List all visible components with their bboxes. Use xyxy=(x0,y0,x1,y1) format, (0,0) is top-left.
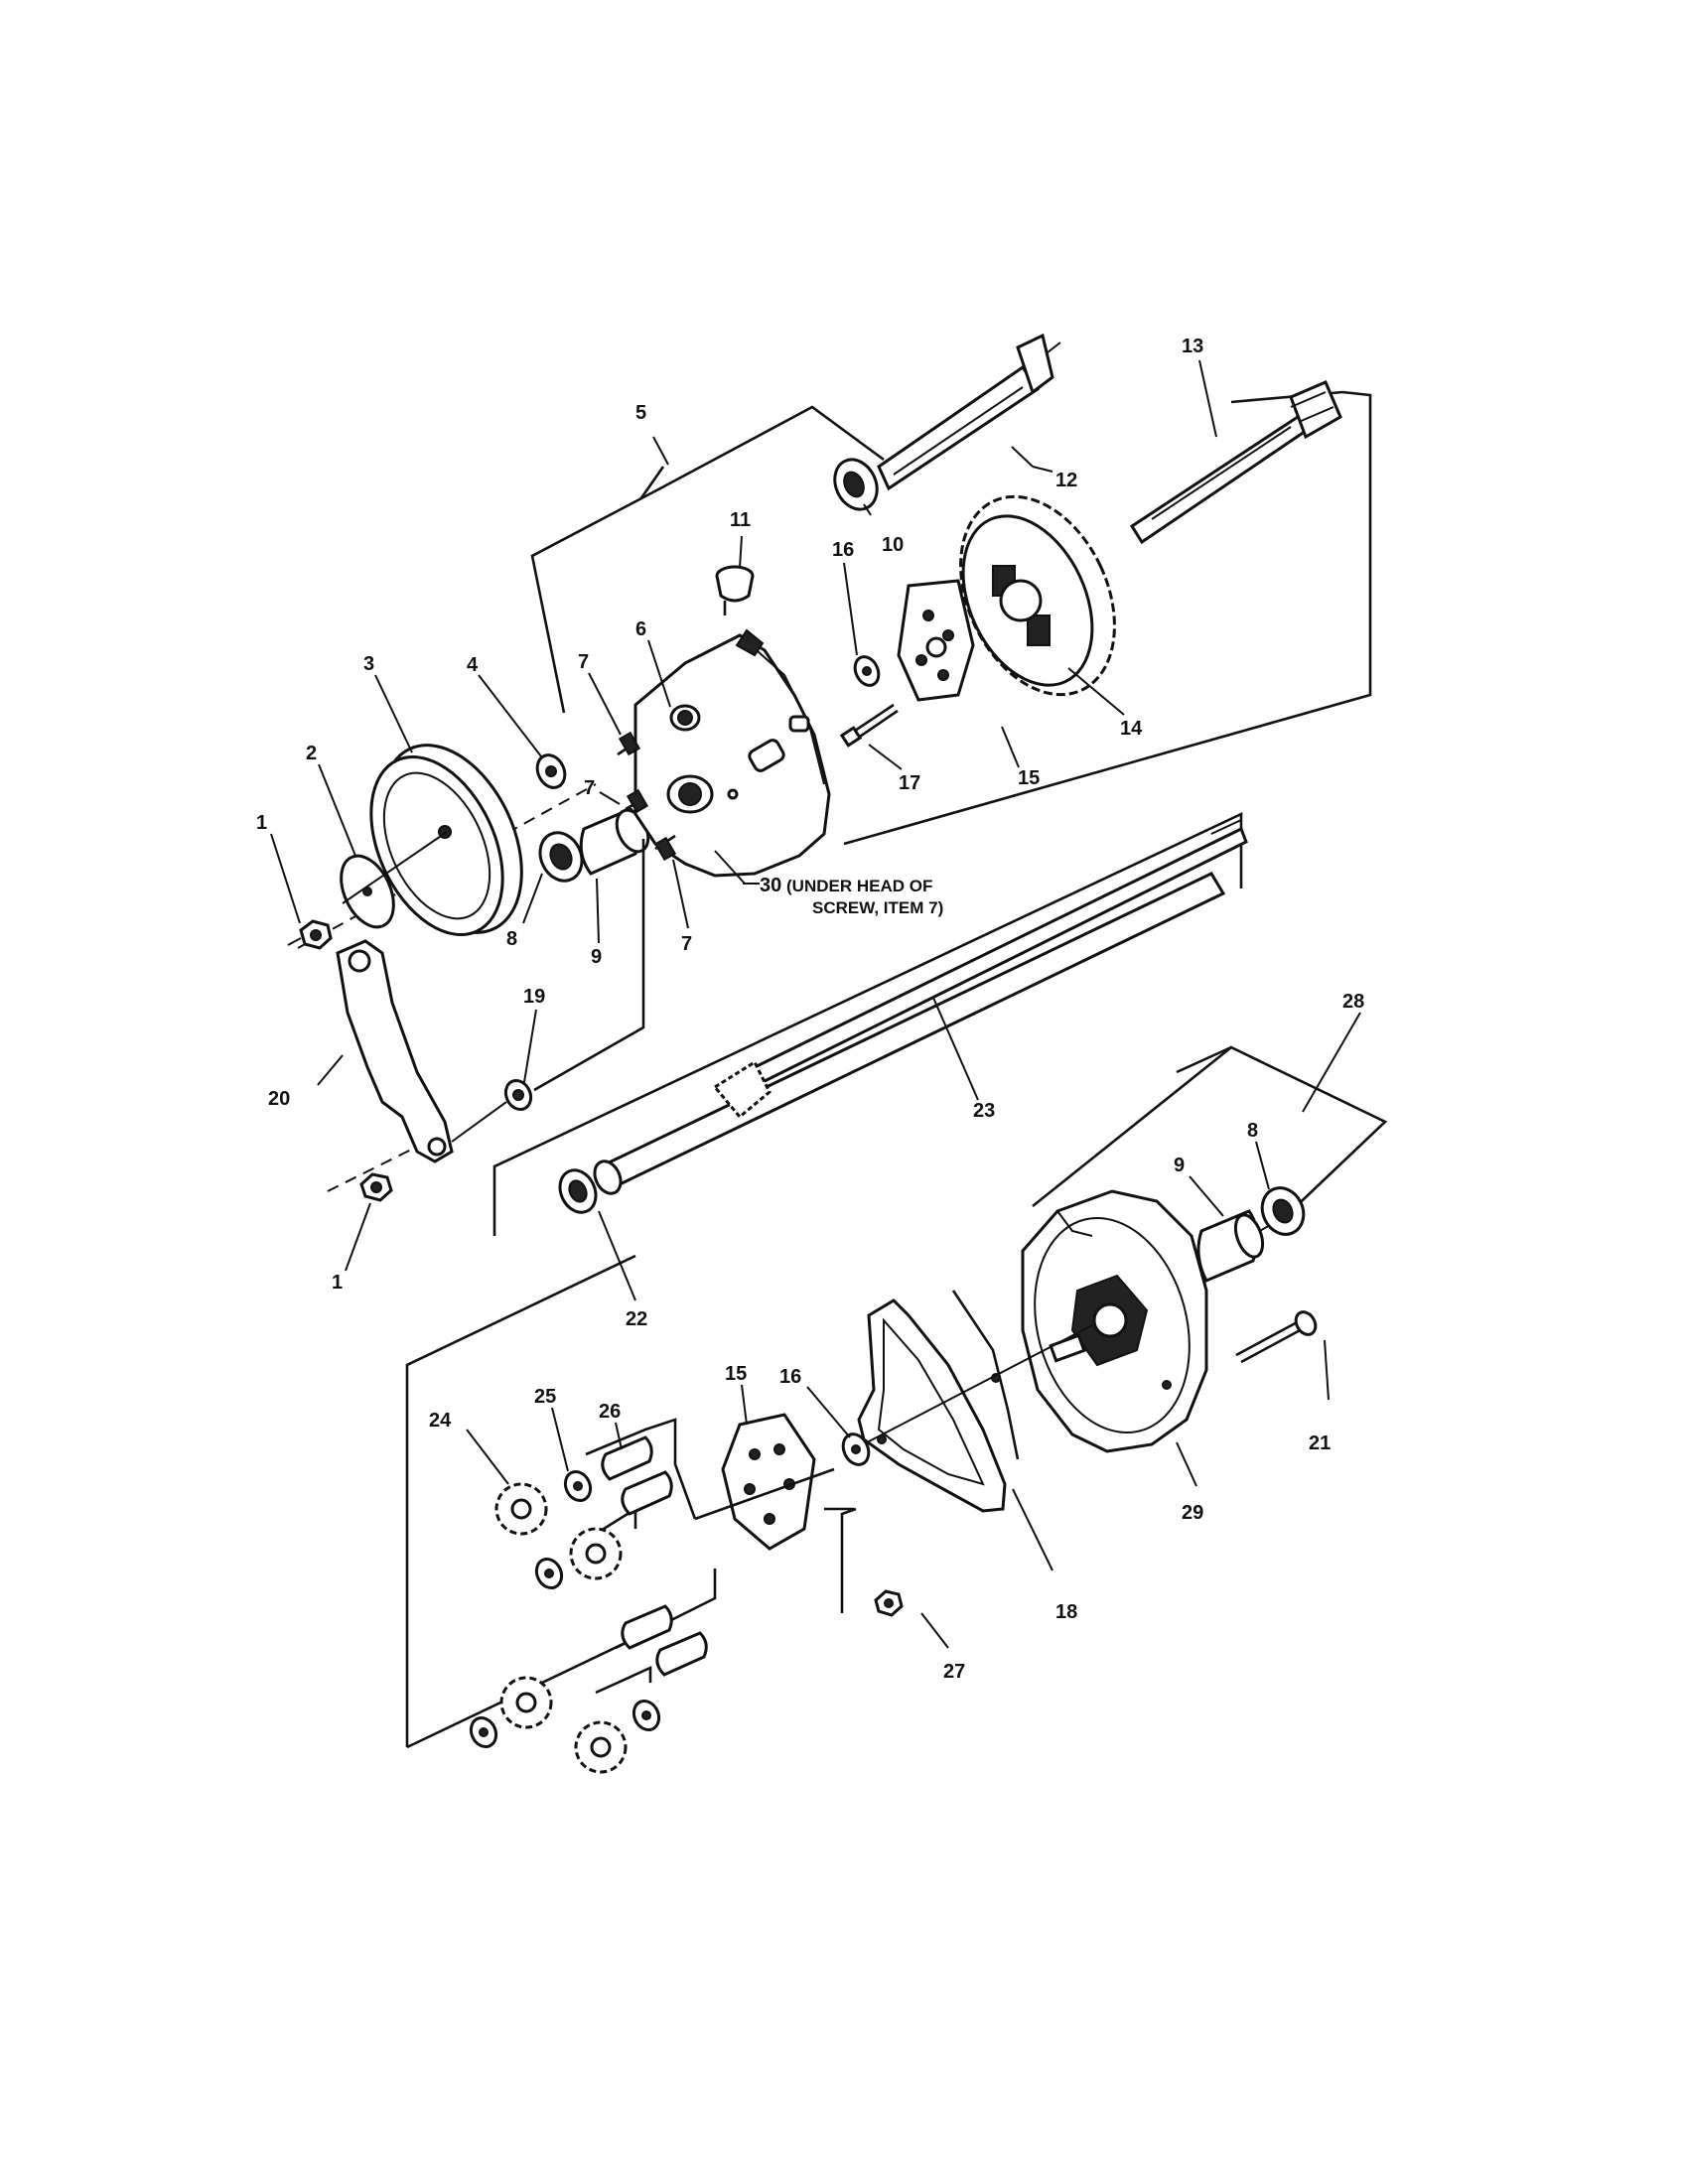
pulley-3 xyxy=(342,744,523,937)
nut-1-lower xyxy=(359,1172,393,1202)
callout-29: 29 xyxy=(1182,1502,1203,1524)
washers-25 xyxy=(469,1469,661,1749)
callout-8-upper: 8 xyxy=(506,928,517,950)
callout-8-lower: 8 xyxy=(1247,1120,1258,1142)
bracket-23 xyxy=(492,811,1243,1236)
shaft-12 xyxy=(877,333,1061,491)
callout-10: 10 xyxy=(882,534,904,556)
shaft-13 xyxy=(1129,380,1342,545)
bracket-19 xyxy=(533,839,645,1092)
callout-4: 4 xyxy=(467,654,479,676)
plate-15-lower xyxy=(694,1413,835,1551)
callout-7-top: 7 xyxy=(578,651,589,673)
callout-1-lower: 1 xyxy=(332,1272,343,1294)
pins-26 xyxy=(601,1435,708,1677)
washer-19 xyxy=(451,1078,533,1143)
callout-13: 13 xyxy=(1182,336,1203,357)
callout-9-lower: 9 xyxy=(1174,1155,1185,1176)
callout-16-lower: 16 xyxy=(779,1366,801,1388)
gear-14 xyxy=(959,494,1116,697)
washer-16-lower xyxy=(841,1324,1093,1466)
callout-20: 20 xyxy=(268,1088,290,1110)
callout-27: 27 xyxy=(943,1661,965,1683)
gasket-18 xyxy=(857,1290,1020,1513)
callout-15-lower: 15 xyxy=(725,1363,747,1385)
washer-16-upper xyxy=(853,655,881,687)
callout-6: 6 xyxy=(635,618,646,640)
planet-gears-24 xyxy=(494,1482,628,1774)
washer-4 xyxy=(535,753,567,789)
arm-20 xyxy=(336,939,454,1163)
callout-18: 18 xyxy=(1055,1601,1077,1623)
callout-3: 3 xyxy=(363,653,374,675)
callout-12: 12 xyxy=(1055,470,1077,491)
bearing-10 xyxy=(833,458,879,511)
bearing-8-upper xyxy=(538,831,584,883)
callout-28: 28 xyxy=(1342,991,1364,1013)
shaft-23 xyxy=(593,819,1248,1195)
bushing-22 xyxy=(558,1168,598,1214)
callout-24: 24 xyxy=(429,1410,452,1432)
callout-2: 2 xyxy=(306,743,317,764)
housing-5 xyxy=(633,628,831,878)
callout-19: 19 xyxy=(523,986,545,1008)
screws-7 xyxy=(617,731,677,862)
callout-21: 21 xyxy=(1309,1433,1331,1454)
callout-labels: 1 2 3 4 5 6 7 7 7 8 9 10 11 12 13 14 15 … xyxy=(256,336,1364,1683)
bracket-5 xyxy=(530,405,885,714)
callout-17: 17 xyxy=(899,772,920,794)
note-line-1: (UNDER HEAD OF xyxy=(786,877,932,895)
screw-21 xyxy=(1235,1310,1318,1364)
bearing-8-lower xyxy=(1260,1186,1306,1236)
washer-2 xyxy=(340,854,395,929)
callout-9-upper: 9 xyxy=(591,946,602,968)
leader-lines xyxy=(270,359,1361,1649)
screw-17 xyxy=(839,703,899,748)
callout-5: 5 xyxy=(635,402,646,424)
housing-29 xyxy=(1021,1189,1208,1453)
callout-23: 23 xyxy=(973,1100,995,1122)
bushing-9-lower xyxy=(1196,1209,1265,1283)
callout-7-bottom: 7 xyxy=(681,933,692,955)
callout-25: 25 xyxy=(534,1386,556,1408)
callout-26: 26 xyxy=(599,1401,621,1423)
plug-11 xyxy=(715,565,755,615)
nut-1-top xyxy=(287,919,333,950)
callout-14: 14 xyxy=(1120,718,1143,740)
callout-22: 22 xyxy=(626,1308,647,1330)
callout-15-upper: 15 xyxy=(1018,767,1040,789)
nut-27 xyxy=(840,1507,904,1617)
callout-1-top: 1 xyxy=(256,812,267,834)
plate-15-upper xyxy=(897,579,975,702)
callout-11: 11 xyxy=(730,509,751,531)
callout-7-mid: 7 xyxy=(584,777,595,799)
callout-16-upper: 16 xyxy=(832,539,854,561)
note-line-2: SCREW, ITEM 7) xyxy=(812,898,943,917)
callout-30: 30 xyxy=(760,875,781,896)
